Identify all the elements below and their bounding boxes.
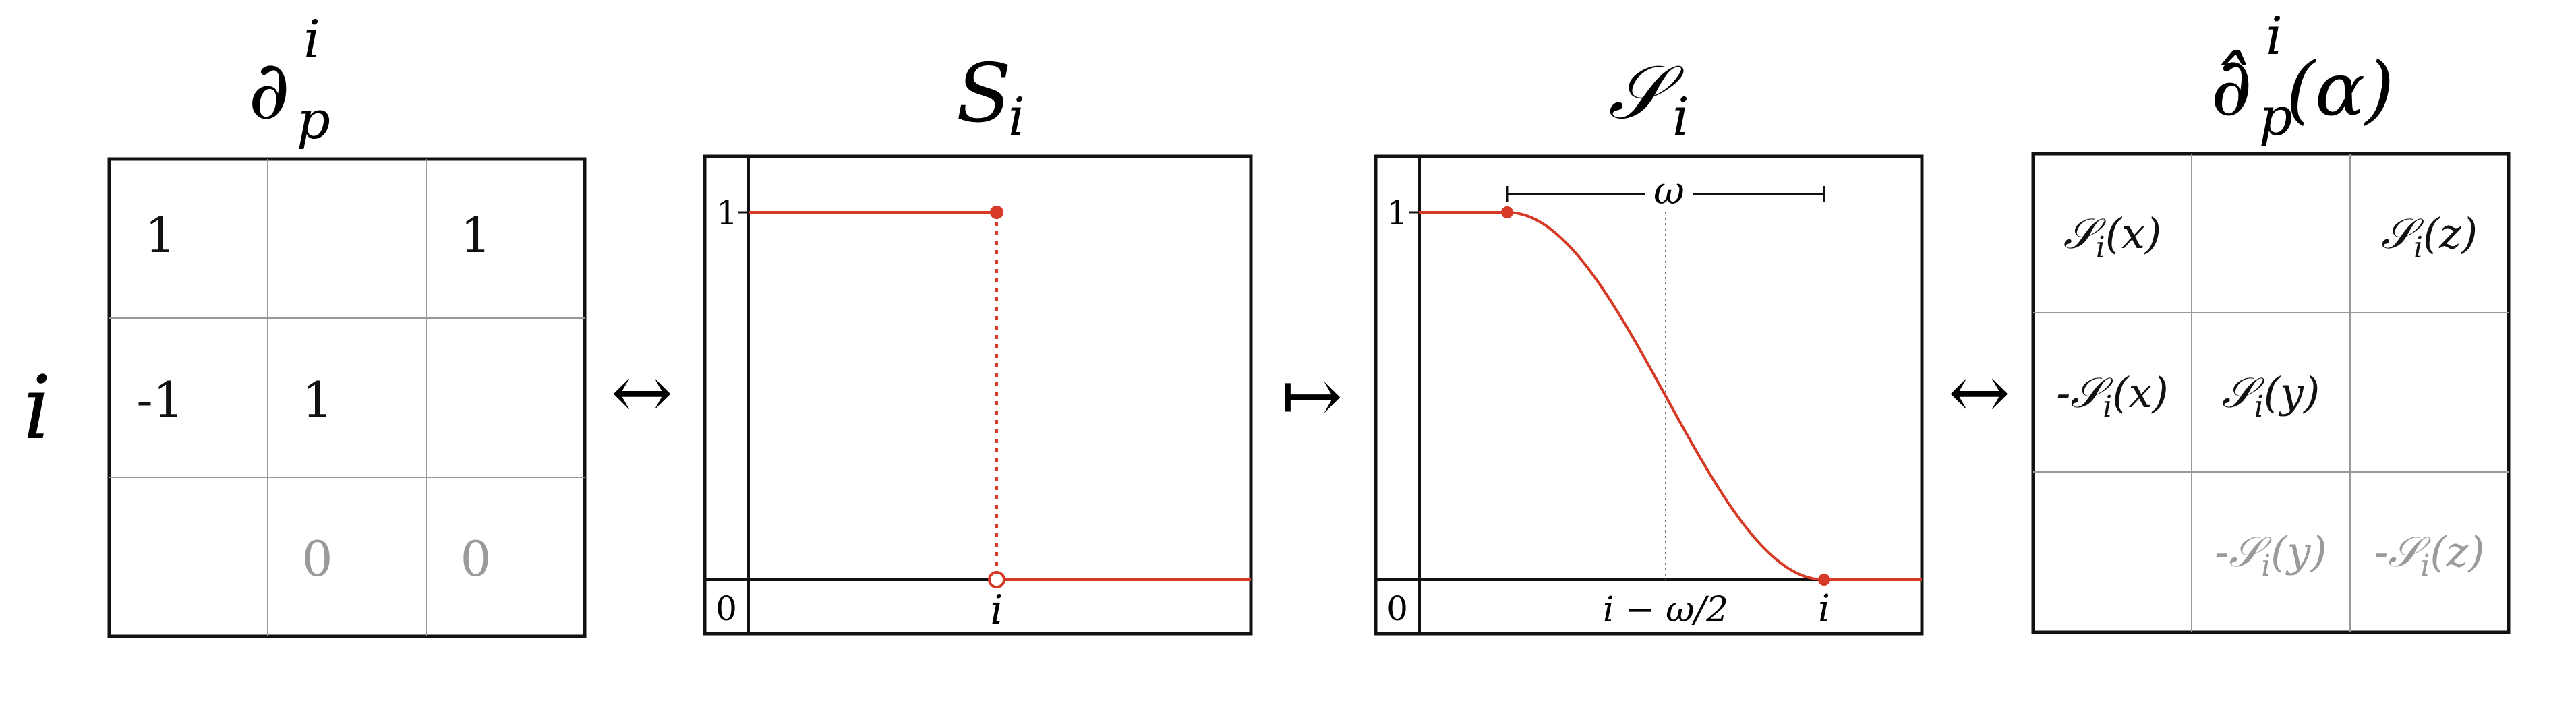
smooth-plot: 1 0 ω i − ω/2 i bbox=[1374, 154, 1924, 636]
smooth-end-point bbox=[1818, 574, 1830, 586]
matrix2-border bbox=[2031, 152, 2511, 634]
matrix2-cell-r1-c0: -𝒮i(x) bbox=[2056, 368, 2168, 424]
matrix1-cell-r1-c1: 1 bbox=[302, 371, 333, 428]
omega-label: ω bbox=[1653, 169, 1685, 213]
step-plot-title: S i bbox=[956, 47, 1025, 148]
smooth-x-mark-label: i bbox=[1818, 587, 1830, 631]
step-x-mark-label: i bbox=[990, 586, 1003, 634]
row-label-i: i bbox=[23, 357, 51, 459]
matrix2-title-sub: p bbox=[2259, 87, 2293, 148]
step-closed-point bbox=[990, 206, 1003, 219]
smooth-start-point bbox=[1501, 206, 1513, 218]
matrix2-cell-r1-c1: 𝒮i(y) bbox=[2222, 368, 2320, 424]
matrix2-grid bbox=[2031, 152, 2511, 634]
smooth-y-one-label: 1 bbox=[1386, 193, 1408, 233]
arrow-maps-to: ↦ bbox=[1281, 353, 1343, 439]
arrow-left-right-2: ↔ bbox=[1948, 349, 2010, 435]
matrix1-title-sup: i bbox=[303, 9, 320, 70]
matrix2-cell-r2-c2: -𝒮i(z) bbox=[2374, 527, 2484, 583]
matrix1-border bbox=[107, 157, 587, 638]
arrow-left-right-1: ↔ bbox=[611, 349, 673, 435]
matrix1-cell-r2-c2: 0 bbox=[461, 530, 492, 587]
step-frame bbox=[703, 154, 1253, 636]
matrix1-title-sub: p bbox=[297, 90, 330, 151]
step-open-point bbox=[988, 571, 1005, 588]
matrix1-title: ∂ i p bbox=[248, 9, 330, 151]
matrix2-title-sup: i bbox=[2266, 6, 2283, 67]
step-y-one-label: 1 bbox=[716, 193, 738, 233]
step-title-sub: i bbox=[1008, 87, 1025, 148]
smooth-plot-title: 𝒮 i bbox=[1608, 49, 1689, 148]
smooth-origin-label: 0 bbox=[1386, 589, 1408, 628]
matrix1-cell-r0-c0: 1 bbox=[145, 207, 176, 264]
matrix1-grid bbox=[107, 157, 587, 638]
matrix2-cell-r0-c2: 𝒮i(z) bbox=[2381, 209, 2478, 265]
step-plot: 1 0 i bbox=[703, 154, 1253, 636]
smooth-frame bbox=[1374, 154, 1924, 636]
matrix2-cell-r2-c1: -𝒮i(y) bbox=[2215, 527, 2326, 583]
matrix2-title-base: ∂̂ bbox=[2211, 40, 2252, 134]
matrix2-cells: 𝒮i(x) 𝒮i(z) -𝒮i(x) 𝒮i(y) -𝒮i(y) -𝒮i(z) bbox=[2056, 209, 2484, 583]
midpoint-label: i − ω/2 bbox=[1603, 590, 1728, 630]
smooth-curve bbox=[1419, 211, 1922, 581]
step-title-base: S bbox=[956, 47, 1012, 141]
matrix1-title-base: ∂ bbox=[248, 44, 290, 138]
matrix2-title: ∂̂ i p (α) bbox=[2211, 6, 2394, 148]
matrix1-cell-r0-c2: 1 bbox=[461, 207, 492, 264]
matrix1-cell-r1-c0: -1 bbox=[136, 371, 183, 428]
matrix2-cell-r0-c0: 𝒮i(x) bbox=[2063, 209, 2161, 265]
smooth-title-sub: i bbox=[1672, 87, 1689, 148]
matrix1-cells: 1 1 -1 1 0 0 bbox=[136, 207, 491, 587]
matrix1-cell-r2-c1: 0 bbox=[302, 530, 333, 587]
step-origin-label: 0 bbox=[715, 589, 737, 628]
matrix2-title-arg: (α) bbox=[2286, 46, 2394, 132]
